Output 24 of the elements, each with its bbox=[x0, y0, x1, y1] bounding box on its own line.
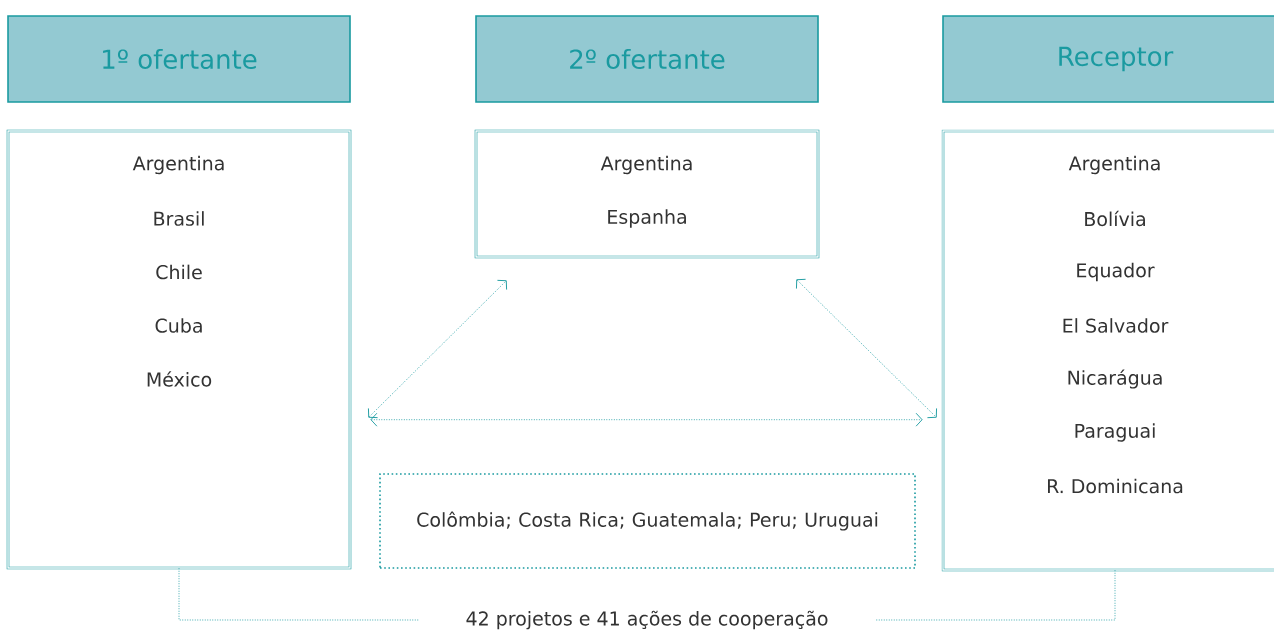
header-box: 1º ofertante bbox=[7, 15, 351, 103]
connector bbox=[370, 412, 923, 427]
country-name: R. Dominicana bbox=[1048, 478, 1183, 494]
country-name: Argentina bbox=[132, 155, 224, 175]
country-name: Argentina bbox=[600, 155, 692, 175]
summary-text: 42 projetos e 41 ações de cooperação bbox=[466, 610, 828, 630]
header-box: 2º ofertante bbox=[475, 15, 819, 103]
connector bbox=[874, 569, 1116, 621]
country-name: El Salvador bbox=[1063, 318, 1169, 333]
country-name: Espanha bbox=[608, 209, 686, 228]
country-name: Brasil bbox=[154, 211, 204, 226]
connector bbox=[367, 279, 508, 419]
country-name: Argentina bbox=[1068, 155, 1160, 175]
connector bbox=[796, 278, 937, 419]
country-name: Bolívia bbox=[1085, 210, 1145, 227]
country-name: Cuba bbox=[155, 318, 202, 333]
country-name: Chile bbox=[156, 264, 202, 280]
country-name: Paraguai bbox=[1075, 423, 1155, 442]
connector bbox=[178, 567, 420, 621]
dotted-box: Colômbia; Costa Rica; Guatemala; Peru; Uruguai bbox=[379, 473, 916, 569]
header-box: Receptor bbox=[942, 15, 1274, 103]
country-name: México bbox=[147, 371, 212, 387]
country-name: Equador bbox=[1077, 262, 1155, 282]
country-name: Nicarágua bbox=[1068, 369, 1162, 389]
